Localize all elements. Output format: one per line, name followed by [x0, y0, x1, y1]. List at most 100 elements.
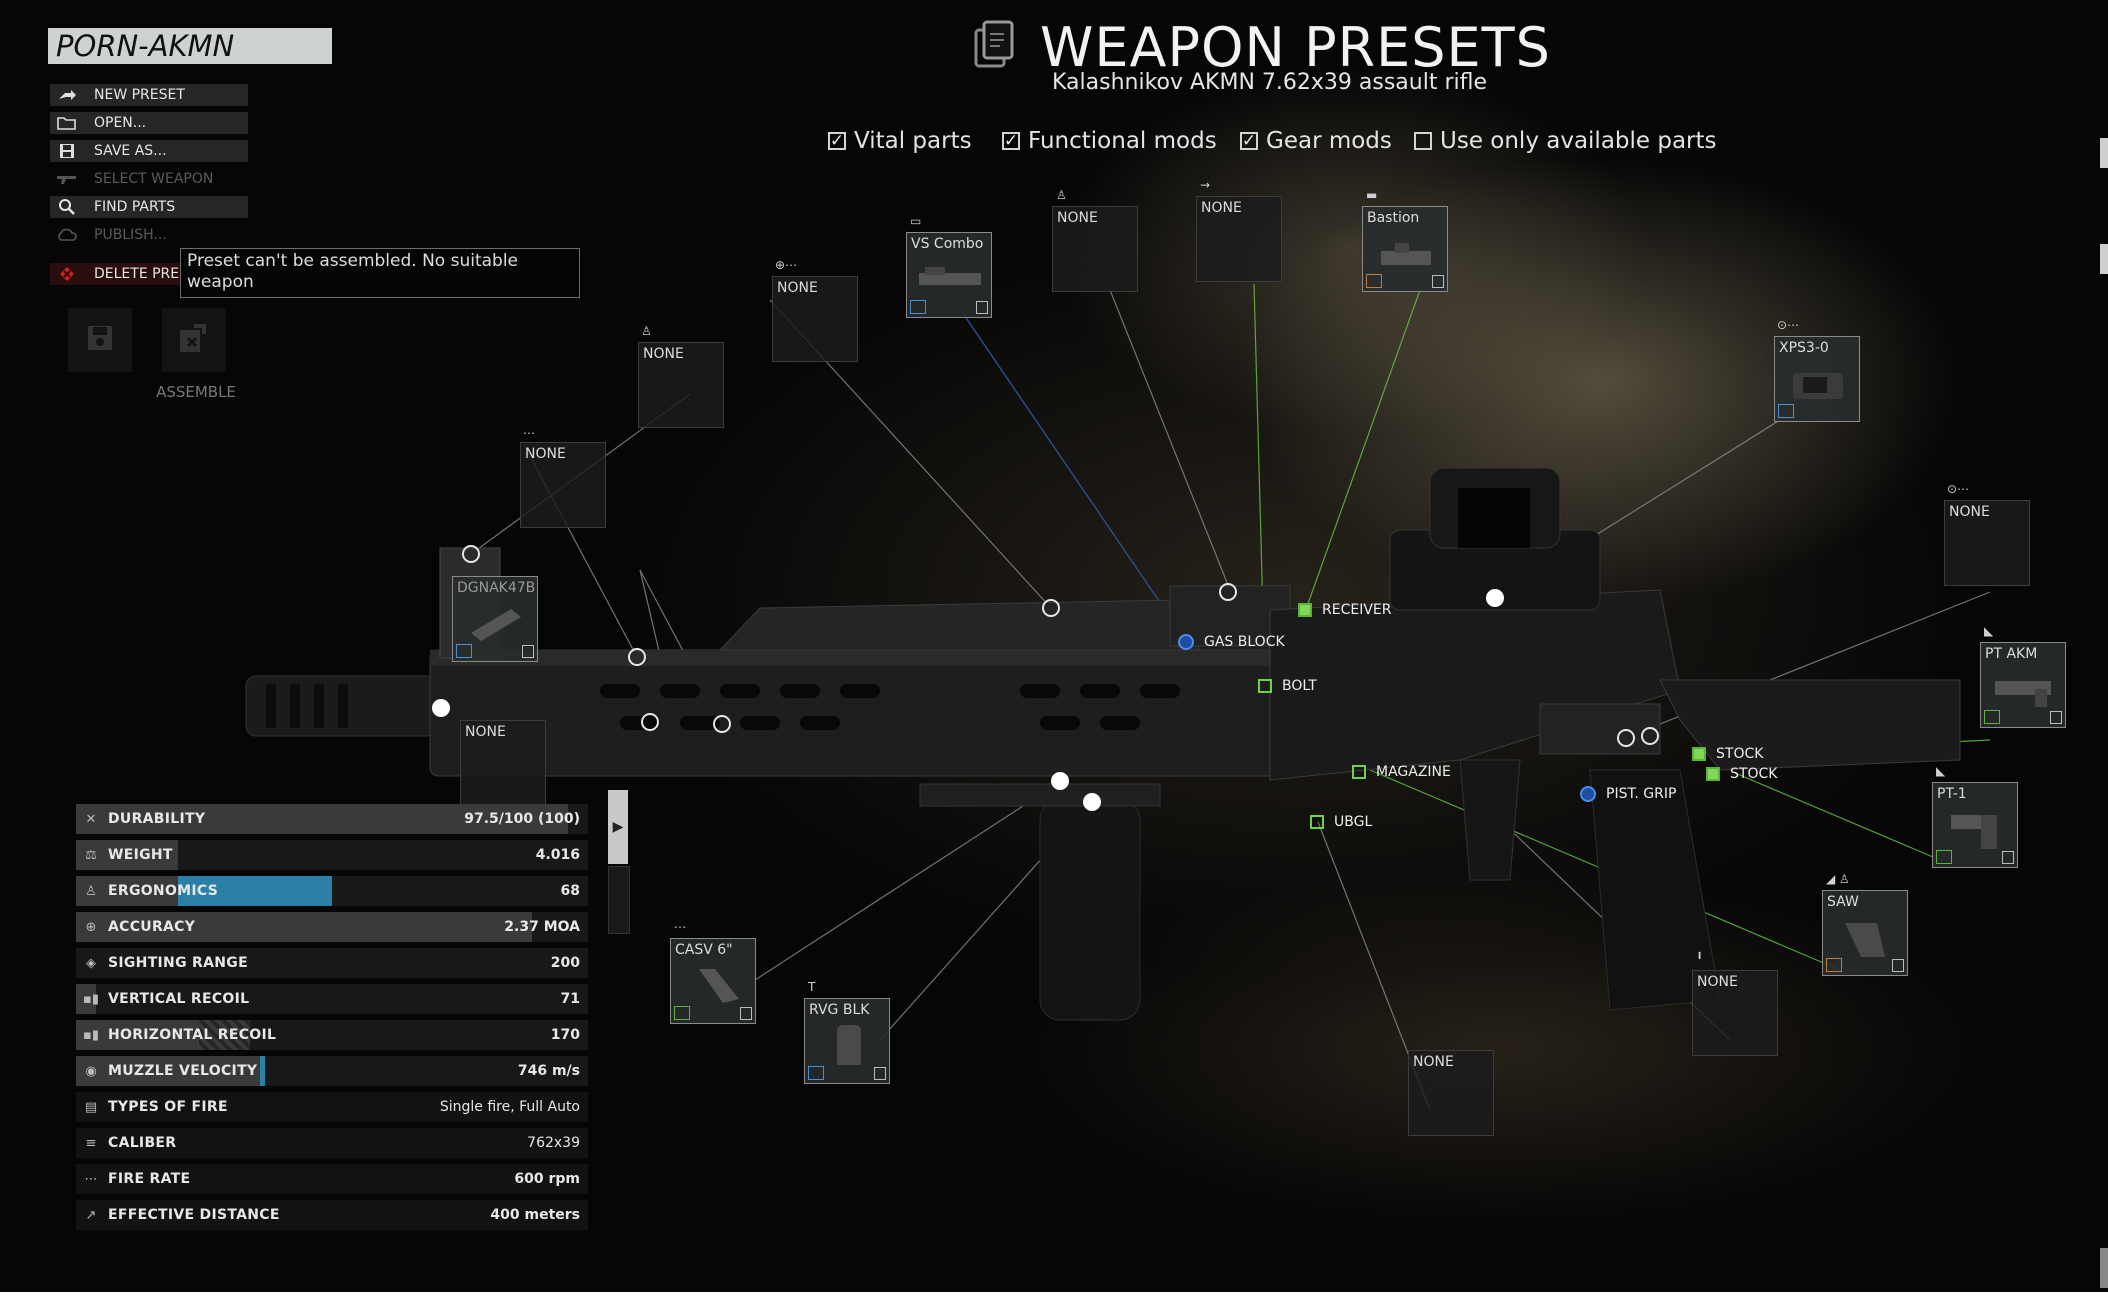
- slot-corner-icon: [522, 645, 534, 658]
- slot-corner-icon: [976, 301, 988, 314]
- checkbox-unchecked-icon[interactable]: [1414, 132, 1432, 150]
- attachment-label: RECEIVER: [1322, 602, 1392, 618]
- stock-type-icon: ◣: [1936, 764, 1946, 778]
- save-preset-button[interactable]: [68, 308, 132, 372]
- slot-label: NONE: [1949, 504, 1990, 520]
- stat-value: 68: [560, 883, 580, 899]
- slot-corner-icon: [740, 1007, 752, 1020]
- slot-rvg-blk[interactable]: RVG BLK: [804, 998, 890, 1084]
- filter-functional-mods[interactable]: ✓ Functional mods: [1002, 128, 1217, 154]
- stat-types-of-fire: ▤ TYPES OF FIRE Single fire, Full Auto: [76, 1092, 588, 1122]
- checkbox-checked-icon[interactable]: ✓: [828, 131, 846, 151]
- slot-label: NONE: [465, 724, 506, 740]
- stock-icon: [1951, 815, 1997, 849]
- slot-empty[interactable]: NONE: [772, 276, 858, 362]
- stat-value: 400 meters: [490, 1207, 580, 1223]
- slot-label: SAW: [1827, 894, 1859, 910]
- slot-empty[interactable]: NONE: [460, 720, 546, 806]
- slot-casv[interactable]: CASV 6": [670, 938, 756, 1024]
- attachment-label: STOCK: [1730, 766, 1778, 782]
- tactical-type-icon: ♙: [641, 324, 652, 338]
- slot-marker-icon: [1580, 786, 1596, 802]
- checkbox-checked-icon[interactable]: ✓: [1240, 131, 1258, 151]
- filter-use-available-parts[interactable]: Use only available parts: [1414, 128, 1717, 154]
- checkbox-checked-icon[interactable]: ✓: [1002, 131, 1020, 151]
- slot-empty[interactable]: NONE: [1052, 206, 1138, 292]
- slot-empty[interactable]: NONE: [638, 342, 724, 428]
- attachment-stock-secondary[interactable]: STOCK: [1706, 766, 1777, 782]
- attachment-pistol-grip[interactable]: PIST. GRIP: [1580, 786, 1676, 802]
- slot-dgnak47b[interactable]: DGNAK47B: [452, 576, 538, 662]
- stat-muzzle-velocity: ◉ MUZZLE VELOCITY 746 m/s: [76, 1056, 588, 1086]
- attachment-magazine[interactable]: MAGAZINE: [1352, 764, 1451, 780]
- stat-label: HORIZONTAL RECOIL: [108, 1027, 277, 1043]
- stat-bar-bonus: [260, 1056, 266, 1086]
- item-badge-icon: [1984, 710, 2000, 724]
- slot-empty[interactable]: NONE: [1196, 196, 1282, 282]
- fire-mode-icon: ▤: [84, 1099, 98, 1115]
- slot-pt-akm[interactable]: PT AKM: [1980, 642, 2066, 728]
- assemble-label: ASSEMBLE: [156, 383, 236, 401]
- slot-pt1[interactable]: PT-1: [1932, 782, 2018, 868]
- mount-type-icon: ⋯: [523, 426, 535, 440]
- sight-type-icon: ⊙⋯: [1777, 318, 1800, 332]
- slot-empty[interactable]: NONE: [1944, 500, 2030, 586]
- folder-icon: [56, 115, 78, 131]
- stat-label: VERTICAL RECOIL: [108, 991, 250, 1007]
- find-parts-button[interactable]: FIND PARTS: [50, 196, 248, 218]
- slot-label: NONE: [777, 280, 818, 296]
- right-edge-tab[interactable]: [2100, 1248, 2108, 1288]
- fire-rate-icon: ⋯: [84, 1171, 98, 1187]
- vertical-recoil-icon: ▪▮: [83, 991, 99, 1007]
- stat-label: SIGHTING RANGE: [108, 955, 248, 971]
- attachment-ubgl[interactable]: UBGL: [1310, 814, 1372, 830]
- weight-icon: ⚖: [85, 847, 97, 863]
- stat-bar: [76, 840, 179, 870]
- right-edge-tab[interactable]: [2100, 244, 2108, 274]
- slot-empty[interactable]: NONE: [1408, 1050, 1494, 1136]
- slot-bastion[interactable]: Bastion: [1362, 206, 1448, 292]
- mount-type-icon: ⋯: [674, 920, 686, 934]
- mount-type-icon: ▬: [1366, 188, 1378, 202]
- slot-corner-icon: [2050, 711, 2062, 724]
- stat-value: 746 m/s: [517, 1063, 580, 1079]
- open-button[interactable]: OPEN...: [50, 112, 248, 134]
- slot-marker-icon: [1310, 815, 1324, 829]
- accuracy-icon: ⊕: [85, 919, 97, 935]
- item-badge-icon: [808, 1066, 824, 1080]
- slot-xps3[interactable]: XPS3-0: [1774, 336, 1860, 422]
- page-title: WEAPON PRESETS: [1040, 16, 1551, 79]
- select-weapon-button[interactable]: SELECT WEAPON: [50, 168, 248, 190]
- stat-value: Single fire, Full Auto: [439, 1099, 580, 1115]
- new-preset-button[interactable]: NEW PRESET: [50, 84, 248, 106]
- horizontal-recoil-icon: ▪▮: [83, 1027, 99, 1043]
- preset-name-field[interactable]: PORN-AKMN: [48, 28, 332, 64]
- muzzle-type-icon: →: [1200, 178, 1211, 192]
- item-badge-icon: [456, 644, 472, 658]
- stat-label: FIRE RATE: [108, 1171, 191, 1187]
- attachment-receiver[interactable]: RECEIVER: [1298, 602, 1391, 618]
- stat-durability: ✕ DURABILITY 97.5/100 (100): [76, 804, 588, 834]
- attachment-label: GAS BLOCK: [1204, 634, 1285, 650]
- right-edge-tab[interactable]: [2100, 138, 2108, 168]
- slot-empty[interactable]: NONE: [520, 442, 606, 528]
- slot-label: PT AKM: [1985, 646, 2038, 662]
- slot-marker-icon: [1692, 747, 1706, 761]
- filter-vital-parts[interactable]: ✓ Vital parts: [828, 128, 972, 154]
- save-as-button[interactable]: SAVE AS...: [50, 140, 248, 162]
- publish-button[interactable]: PUBLISH...: [50, 224, 248, 246]
- slot-vs-combo[interactable]: VS Combo: [906, 232, 992, 318]
- attachment-stock[interactable]: STOCK: [1692, 746, 1763, 762]
- attachment-label: UBGL: [1334, 814, 1373, 830]
- slot-saw[interactable]: SAW: [1822, 890, 1908, 976]
- attachment-bolt[interactable]: BOLT: [1258, 678, 1317, 694]
- stock-adapter-icon: [1995, 681, 2051, 707]
- stats-collapse-button[interactable]: ▶: [608, 790, 628, 864]
- assemble-button[interactable]: [162, 308, 226, 372]
- slot-marker-icon: [1298, 603, 1312, 617]
- filter-gear-mods[interactable]: ✓ Gear mods: [1240, 128, 1392, 154]
- slot-empty[interactable]: NONE: [1692, 970, 1778, 1056]
- attachment-gas-block[interactable]: GAS BLOCK: [1178, 634, 1285, 650]
- delete-preset-button[interactable]: DELETE PRES: [50, 263, 190, 285]
- slot-corner-icon: [874, 1067, 886, 1080]
